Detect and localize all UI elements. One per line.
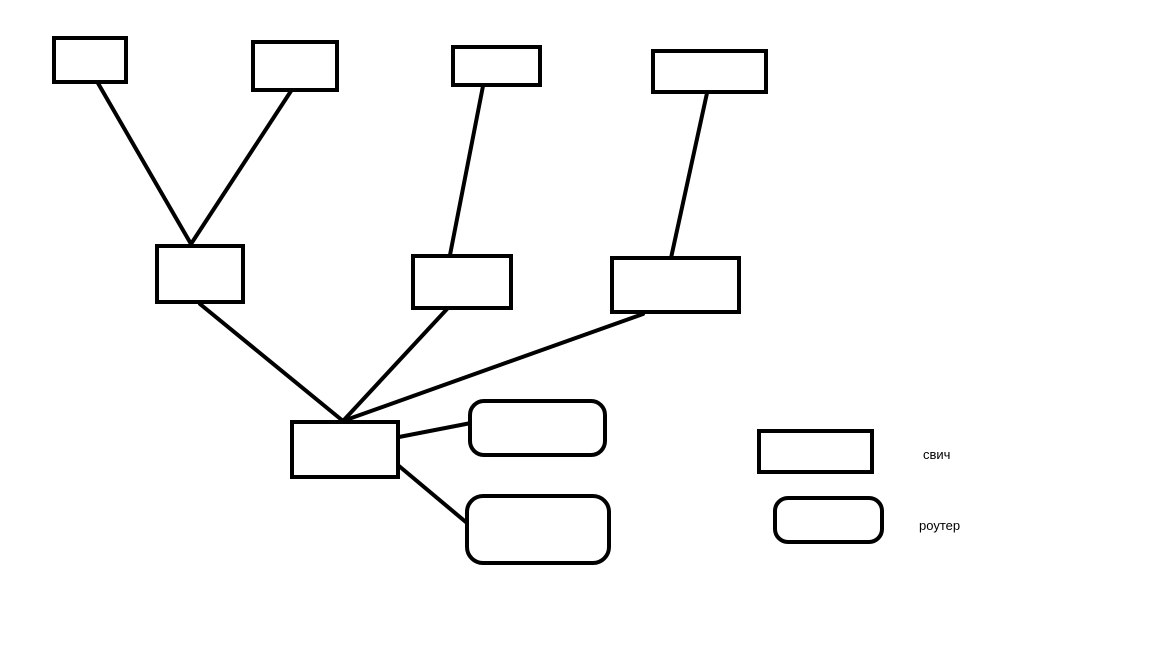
link-switch-top-4-to-switch-mid-3: [669, 91, 709, 260]
router-node-1: [468, 399, 607, 457]
legend-switch-symbol: [757, 429, 874, 474]
switch-node-top-2: [251, 40, 339, 92]
legend-router-label: роутер: [919, 518, 961, 533]
link-switch-core-to-router-2: [397, 464, 469, 525]
link-switch-top-1-to-switch-mid-1: [93, 76, 193, 246]
switch-node-mid-3: [610, 256, 741, 314]
router-node-2: [465, 494, 611, 565]
legend-router-symbol: [773, 496, 884, 544]
switch-node-top-3: [451, 45, 542, 87]
link-switch-core-to-router-1: [397, 421, 473, 439]
link-switch-top-3-to-switch-mid-2: [448, 84, 485, 257]
link-switch-top-2-to-switch-mid-1: [189, 89, 293, 246]
link-switch-mid-1-to-switch-core: [198, 302, 345, 423]
switch-node-core: [290, 420, 400, 479]
switch-node-mid-1: [155, 244, 245, 304]
legend-switch-label: свич: [923, 447, 951, 462]
link-switch-mid-3-to-switch-core: [341, 312, 645, 423]
switch-node-top-4: [651, 49, 768, 94]
switch-node-mid-2: [411, 254, 513, 310]
switch-node-top-1: [52, 36, 128, 84]
link-switch-mid-2-to-switch-core: [341, 307, 449, 423]
